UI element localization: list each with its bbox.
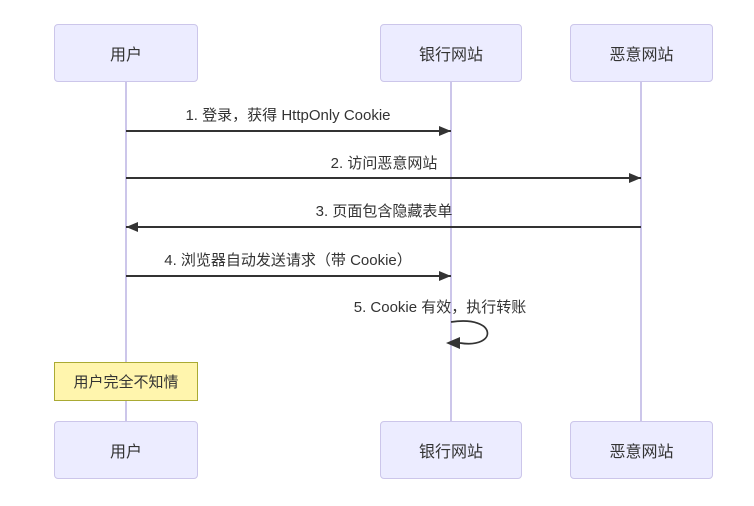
actor-malicious-bottom: 恶意网站	[570, 421, 713, 479]
lifeline-malicious	[640, 82, 642, 421]
actor-malicious-top: 恶意网站	[570, 24, 713, 82]
actor-bank-top: 银行网站	[380, 24, 522, 82]
self-loop-icon	[446, 320, 489, 349]
message-5-label: 5. Cookie 有效，执行转账	[353, 299, 527, 316]
actor-user-bottom: 用户	[54, 421, 198, 479]
lifeline-user	[125, 82, 127, 421]
actor-label: 用户	[109, 47, 142, 64]
message-4-line	[126, 275, 451, 277]
message-2-label: 2. 访问恶意网站	[330, 155, 438, 172]
message-4-label: 4. 浏览器自动发送请求（带 Cookie）	[164, 252, 412, 269]
actor-bank-bottom: 银行网站	[380, 421, 522, 479]
actor-user-top: 用户	[54, 24, 198, 82]
message-2-line	[126, 177, 641, 179]
actor-label: 用户	[109, 444, 142, 461]
actor-label: 银行网站	[418, 47, 483, 64]
message-3-line	[126, 226, 641, 228]
note-user-unaware: 用户完全不知情	[54, 362, 198, 401]
actor-label: 恶意网站	[609, 444, 674, 461]
message-1-label: 1. 登录，获得 HttpOnly Cookie	[185, 107, 391, 124]
message-3-label: 3. 页面包含隐藏表单	[315, 203, 453, 220]
actor-label: 恶意网站	[609, 47, 674, 64]
arrow-right-icon	[439, 271, 451, 281]
lifeline-bank	[450, 82, 452, 421]
arrow-right-icon	[439, 126, 451, 136]
message-1-line	[126, 130, 451, 132]
note-label: 用户完全不知情	[73, 374, 179, 391]
arrow-left-icon	[126, 222, 138, 232]
arrow-right-icon	[629, 173, 641, 183]
actor-label: 银行网站	[418, 444, 483, 461]
